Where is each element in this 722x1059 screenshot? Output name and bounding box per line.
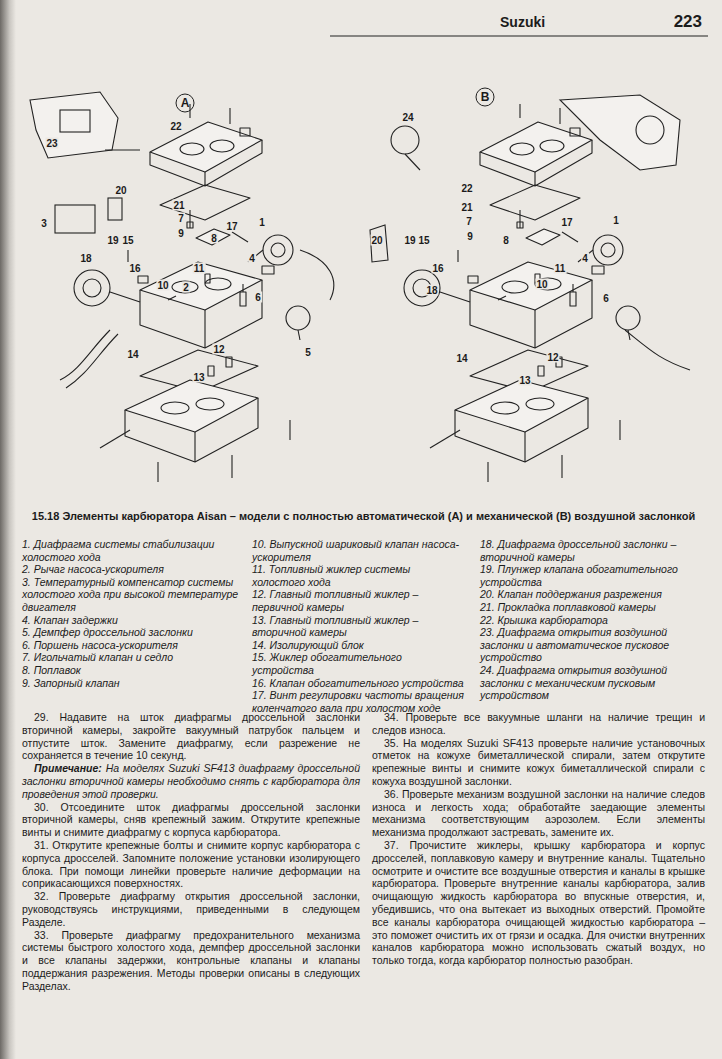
callout-number: 22 xyxy=(460,183,473,194)
legend-item: 6. Поршень насоса-ускорителя xyxy=(22,639,244,652)
callout-number: 10 xyxy=(535,279,548,290)
callout-number: 6 xyxy=(254,292,262,303)
legend-column: 18. Диафрагма дроссельной заслонки – вто… xyxy=(480,538,705,702)
callout-number: 21 xyxy=(460,202,473,213)
paragraph: 29. Надавите на шток диафрагмы дроссельн… xyxy=(22,711,360,762)
legend-item: 13. Главный топливный жиклер – вторичной… xyxy=(252,614,466,639)
paragraph: 36. Проверьте механизм воздушной заслонк… xyxy=(372,788,705,839)
paragraph: 30. Отсоедините шток диафрагмы дроссельн… xyxy=(22,801,360,839)
running-header: Suzuki xyxy=(500,14,545,30)
callout-number: 19 xyxy=(403,235,416,246)
callout-number: 4 xyxy=(248,253,256,264)
paragraph: 35. На моделях Suzuki SF413 проверьте на… xyxy=(372,737,705,788)
view-letter: A xyxy=(181,96,190,110)
callout-number: 4 xyxy=(581,253,589,264)
legend-item: 7. Игольчатый клапан и седло xyxy=(22,651,244,664)
callout-number: 20 xyxy=(114,185,127,196)
callout-number: 14 xyxy=(126,349,139,360)
callout-number: 19 xyxy=(106,235,119,246)
callout-number: 15 xyxy=(121,235,134,246)
binding-shadow xyxy=(0,0,16,1059)
legend-item: 22. Крышка карбюратора xyxy=(480,614,705,627)
callout-number: 8 xyxy=(210,233,218,244)
legend-item: 4. Клапан задержки xyxy=(22,614,244,627)
view-letter: B xyxy=(481,90,490,104)
callout-number: 24 xyxy=(401,112,414,123)
note-heading: Примечание: xyxy=(34,762,102,774)
legend-item: 10. Выпускной шариковый клапан насоса-ус… xyxy=(252,538,466,563)
callout-number: 9 xyxy=(177,228,185,239)
legend-item: 21. Прокладка поплавковой камеры xyxy=(480,601,705,614)
callout-number: 2 xyxy=(182,282,190,293)
callout-number: 8 xyxy=(502,235,510,246)
callout-number: 13 xyxy=(518,375,531,386)
callout-number: 9 xyxy=(466,231,474,242)
legend-item: 23. Диафрагма открытия воздушной заслонк… xyxy=(480,626,705,664)
callout-number: 6 xyxy=(602,293,610,304)
legend-item: 18. Диафрагма дроссельной заслонки – вто… xyxy=(480,538,705,563)
callout-number: 17 xyxy=(560,217,573,228)
legend-item: 2. Рычаг насоса-ускорителя xyxy=(22,563,244,576)
callout-number: 5 xyxy=(304,347,312,358)
paragraph: 32. Проверьте диафрагму открытия дроссел… xyxy=(22,890,360,928)
callout-number: 20 xyxy=(370,235,383,246)
paragraph: 31. Открутите крепежные болты и снимите … xyxy=(22,839,360,890)
callout-number: 1 xyxy=(258,217,266,228)
text-column: 29. Надавите на шток диафрагмы дроссельн… xyxy=(22,711,360,993)
text-column: 34. Проверьте все вакуумные шланги на на… xyxy=(372,711,705,967)
callout-number: 1 xyxy=(612,215,620,226)
legend-item: 19. Плунжер клапана обогатительного устр… xyxy=(480,563,705,588)
legend-item: 16. Клапан обогатительного устройства xyxy=(252,677,466,690)
callout-number: 7 xyxy=(465,216,473,227)
legend-item: 12. Главный топливный жиклер – первичной… xyxy=(252,588,466,613)
paragraph: 34. Проверьте все вакуумные шланги на на… xyxy=(372,711,705,737)
legend-item: 20. Клапан поддержания разрежения xyxy=(480,588,705,601)
legend-item: 17. Винт регулировки частоты вращения ко… xyxy=(252,689,466,714)
callout-number: 17 xyxy=(225,221,238,232)
legend-item: 3. Температурный компенсатор системы хол… xyxy=(22,576,244,614)
callout-number: 16 xyxy=(431,263,444,274)
callout-number: 12 xyxy=(212,344,225,355)
legend-item: 14. Изолирующий блок xyxy=(252,639,466,652)
callout-number: 21 xyxy=(172,200,185,211)
page-number: 223 xyxy=(674,12,702,32)
legend-column: 1. Диафрагма системы стабилизации холост… xyxy=(22,538,244,689)
legend-item: 11. Топливный жиклер системы холостого х… xyxy=(252,563,466,588)
legend-item: 5. Демпфер дроссельной заслонки xyxy=(22,626,244,639)
callout-number: 18 xyxy=(79,253,92,264)
figure-caption: 15.18 Элементы карбюратора Aisan – модел… xyxy=(22,510,705,523)
callout-number: 10 xyxy=(156,280,169,291)
callout-number: 14 xyxy=(455,353,468,364)
note-paragraph: Примечание:На моделях Suzuki SF413 диафр… xyxy=(22,762,360,800)
legend-item: 1. Диафрагма системы стабилизации холост… xyxy=(22,538,244,563)
legend-item: 8. Поплавок xyxy=(22,664,244,677)
callout-number: 11 xyxy=(193,263,206,274)
callout-number: 13 xyxy=(192,372,205,383)
paragraph: 37. Прочистите жиклеры, крышку карбюрато… xyxy=(372,839,705,967)
callout-number: 7 xyxy=(177,213,185,224)
legend-column: 10. Выпускной шариковый клапан насоса-ус… xyxy=(252,538,466,714)
callout-number: 15 xyxy=(417,235,430,246)
legend-item: 9. Запорный клапан xyxy=(22,677,244,690)
callout-number: 16 xyxy=(128,263,141,274)
callout-number: 12 xyxy=(546,352,559,363)
callout-number: 18 xyxy=(425,285,438,296)
callout-number: 3 xyxy=(40,218,48,229)
legend-item: 24. Диафрагма открытия воздушной заслонк… xyxy=(480,664,705,702)
callout-number: 22 xyxy=(169,121,182,132)
callout-number: 23 xyxy=(45,138,58,149)
callout-number: 11 xyxy=(554,263,567,274)
legend-item: 15. Жиклер обогатительного устройства xyxy=(252,651,466,676)
paragraph: 33. Проверьте диафрагму предохранительно… xyxy=(22,929,360,993)
